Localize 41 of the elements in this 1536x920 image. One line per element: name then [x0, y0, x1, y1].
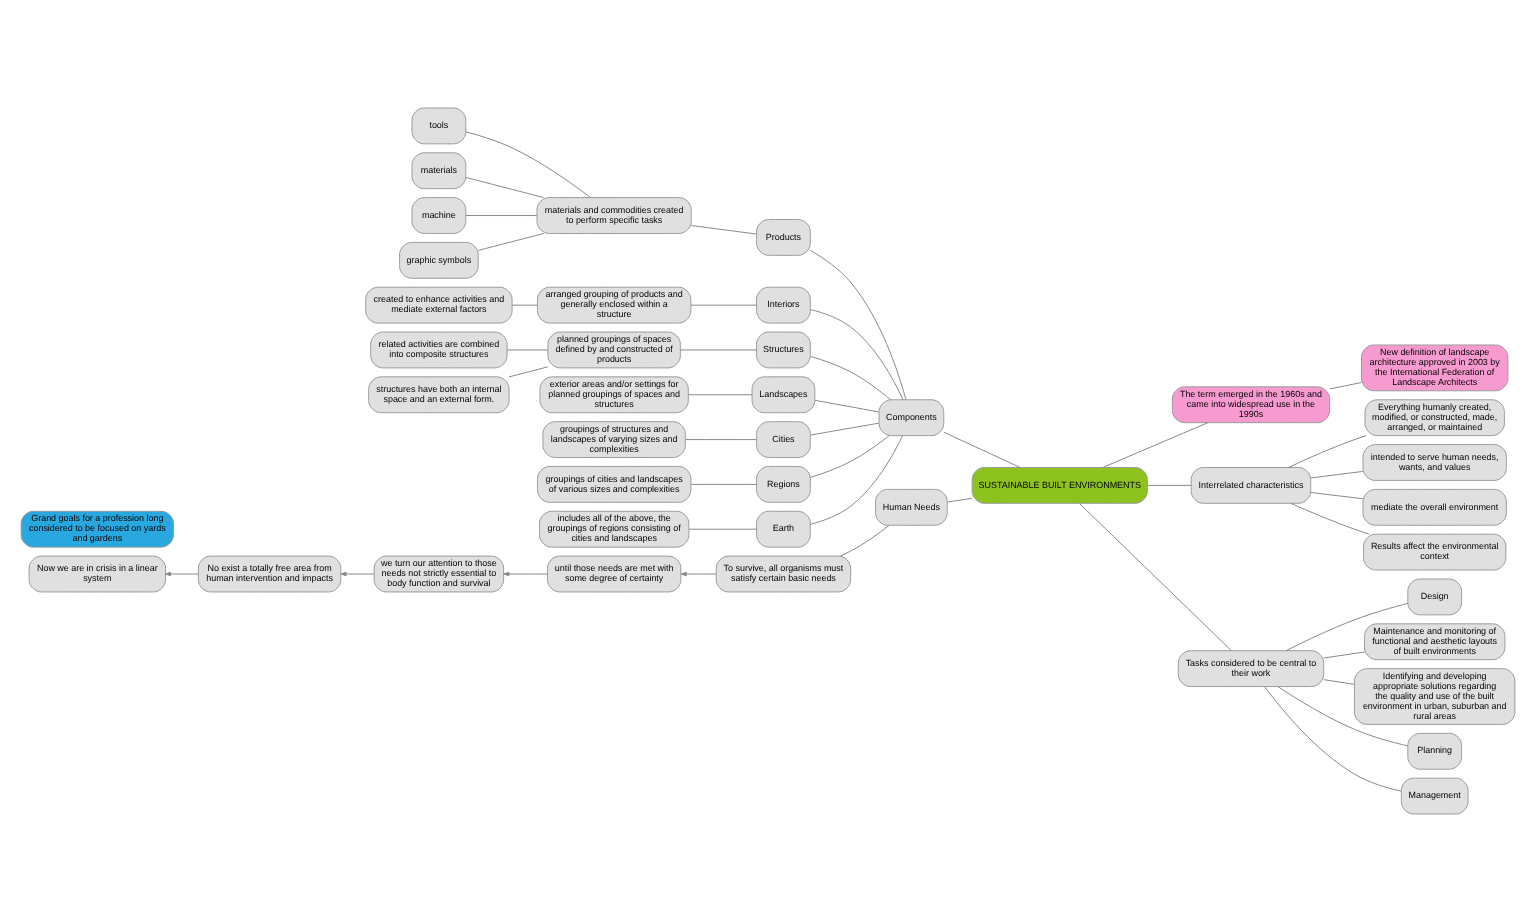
connector: [943, 430, 1021, 467]
connector: [1288, 434, 1367, 467]
arrow: [503, 570, 548, 576]
connector: [809, 354, 892, 400]
connector: [1147, 483, 1192, 485]
connector: [1264, 685, 1402, 791]
connector: [506, 348, 549, 350]
connector: [477, 232, 545, 250]
connector: [511, 303, 538, 305]
connector: [814, 398, 880, 412]
connector: [810, 434, 903, 524]
connector: [1310, 469, 1364, 478]
connector: [690, 224, 757, 234]
connector: [508, 365, 549, 377]
connector: [1277, 685, 1409, 746]
connector: [1290, 501, 1370, 534]
connector: [465, 214, 538, 216]
connector: [690, 482, 757, 484]
connector: [1329, 381, 1362, 389]
connector: [1286, 601, 1409, 650]
connector: [1079, 502, 1232, 650]
connector: [680, 348, 757, 350]
connector: [810, 421, 880, 435]
arrow: [680, 570, 717, 576]
connector: [810, 249, 907, 400]
arrow: [165, 570, 199, 576]
connector: [946, 496, 973, 502]
connector: [688, 393, 753, 395]
arrow: [340, 570, 375, 576]
connector: [688, 527, 757, 529]
connector: [809, 434, 890, 477]
connector: [685, 438, 757, 440]
connector: [810, 308, 904, 400]
connector: [465, 175, 545, 198]
connector: [465, 130, 592, 198]
connector: [1323, 678, 1355, 684]
connector: [1310, 491, 1364, 499]
connector: [690, 303, 757, 305]
connector: [1102, 421, 1209, 467]
connector: [840, 523, 890, 556]
connector: [1323, 650, 1365, 658]
